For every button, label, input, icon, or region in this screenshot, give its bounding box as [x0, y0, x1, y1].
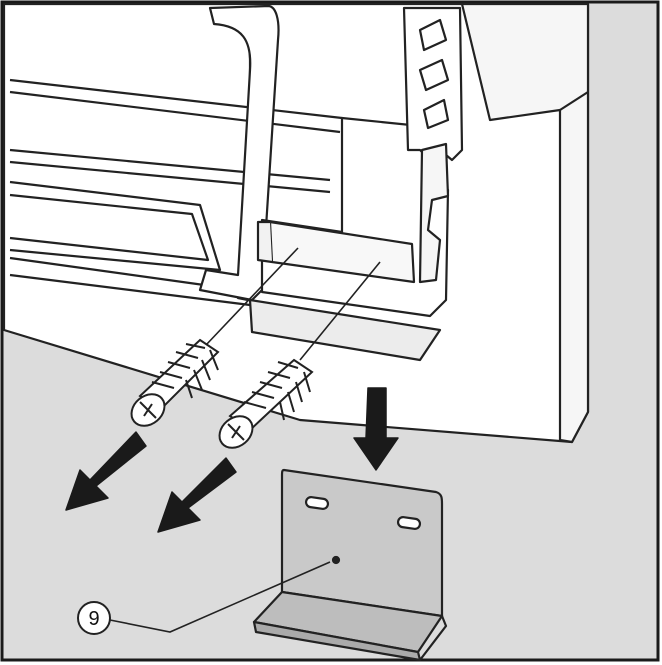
arrow-left [65, 431, 147, 511]
removal-arrows [65, 387, 399, 533]
screw-left [130, 338, 220, 427]
callout-label: 9 [88, 608, 99, 630]
drawer-panels [9, 78, 343, 307]
arrow-down [353, 387, 399, 471]
hinge-recess [248, 116, 450, 362]
screw-right [218, 358, 314, 449]
hinge-strip [402, 6, 464, 284]
bracket-part [252, 468, 448, 662]
screw-guide-lines [205, 247, 381, 361]
callout-9: 9 [77, 561, 331, 635]
arrow-middle [157, 457, 237, 533]
